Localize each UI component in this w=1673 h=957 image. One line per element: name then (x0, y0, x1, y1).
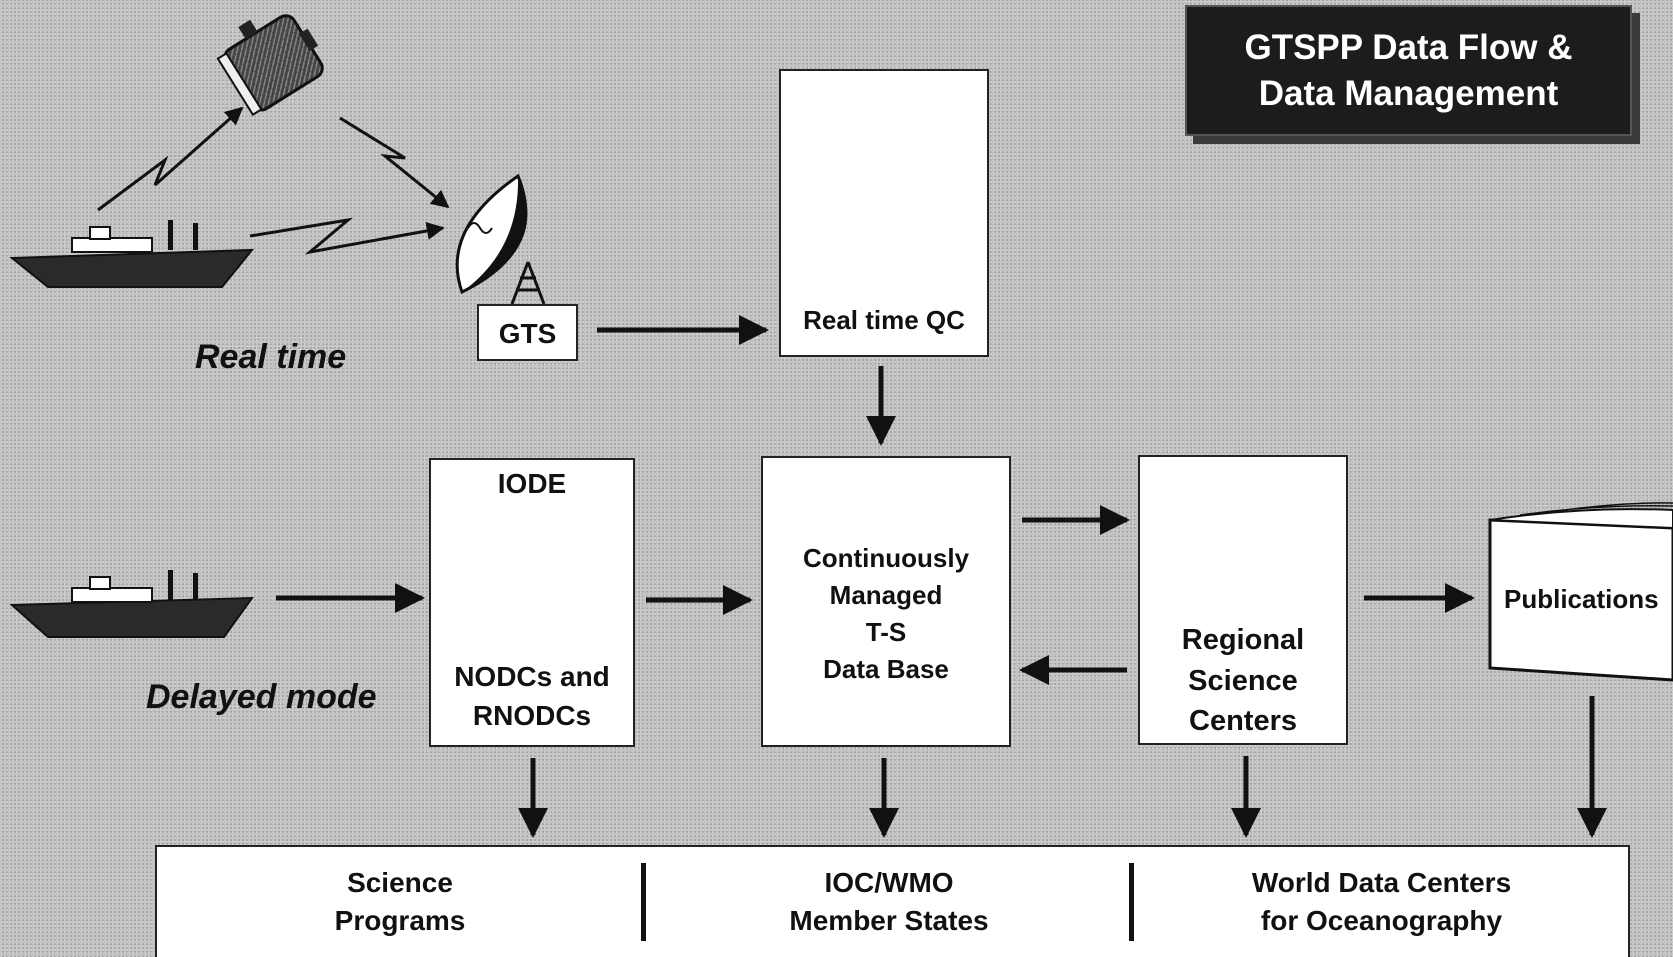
database-label: Continuously Managed T-S Data Base (761, 540, 1011, 688)
destinations-bar: Science Programs IOC/WMO Member States W… (155, 845, 1630, 957)
science-line-1: Science (347, 867, 453, 899)
real-time-label: Real time (195, 338, 347, 376)
database-box (761, 456, 1011, 747)
bottom-divider-2 (1129, 863, 1134, 941)
title-line-1: GTSPP Data Flow & (1244, 28, 1573, 67)
rsc-line-1: Regional (1181, 624, 1305, 656)
title-line-2: Data Management (1258, 73, 1559, 113)
ioc-line-1: IOC/WMO (824, 867, 954, 899)
publications-label: Publications (1504, 584, 1659, 614)
iode-label: IODE (497, 468, 567, 499)
real-time-ship-icon (9, 220, 255, 288)
satellite-dish-icon (455, 173, 546, 305)
gts-box (477, 304, 578, 361)
regional-science-centers-label: Regional Science Centers (1138, 620, 1348, 742)
regional-science-centers-box (1138, 455, 1348, 745)
db-line-2: Managed (829, 579, 943, 610)
delayed-mode-ship-icon (9, 570, 254, 638)
db-line-3: T-S (865, 616, 907, 647)
nodcs-label: NODCs and RNODCs (429, 657, 635, 735)
diagram-title: GTSPP Data Flow & Data Management (1185, 5, 1632, 136)
science-line-2: Programs (334, 905, 466, 936)
science-programs-cell: Science Programs (157, 847, 643, 957)
real-time-qc-label: Real time QC (803, 305, 965, 335)
bottom-divider-1 (641, 863, 646, 941)
iode-box (429, 458, 635, 747)
nodcs-line-2: RNODCs (472, 700, 592, 732)
rsc-line-3: Centers (1189, 705, 1297, 738)
radio-link-arrows (97, 106, 450, 255)
real-time-qc-box (779, 69, 989, 357)
db-line-1: Continuously (802, 543, 970, 573)
publication-book-icon (1488, 502, 1673, 682)
nodcs-line-1: NODCs and (454, 661, 610, 692)
db-line-4: Data Base (823, 653, 949, 684)
rsc-line-2: Science (1188, 664, 1298, 697)
world-data-centers-cell: World Data Centers for Oceanography (1135, 847, 1628, 957)
wdc-line-2: for Oceanography (1260, 905, 1503, 936)
wdc-line-1: World Data Centers (1251, 867, 1512, 899)
ioc-wmo-cell: IOC/WMO Member States (647, 847, 1131, 957)
gts-label: GTS (498, 318, 557, 349)
satellite-icon (216, 14, 324, 117)
ioc-line-2: Member States (789, 905, 989, 936)
flow-arrows (276, 315, 1607, 838)
delayed-mode-label: Delayed mode (146, 678, 377, 716)
